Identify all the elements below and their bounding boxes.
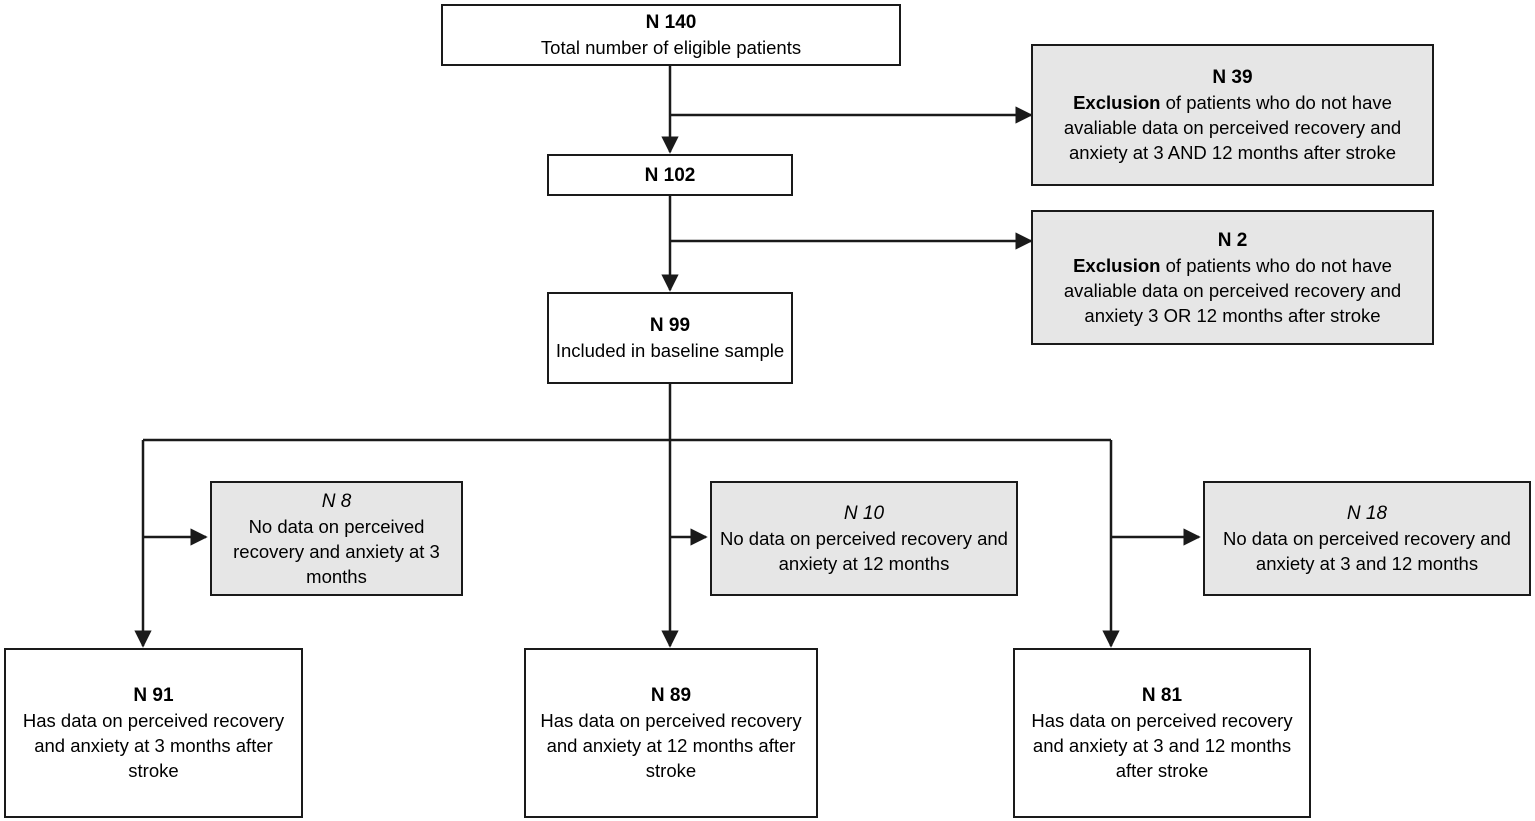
node-nodata-12mo-title: N 10: [843, 503, 885, 524]
node-exclusion-39-text: of patients who do not have avaliable da…: [1063, 92, 1402, 163]
node-baseline-99: N 99 Included in baseline sample: [547, 292, 793, 384]
node-exclusion-2-title: N 2: [1217, 229, 1248, 251]
node-exclusion-39-body: Exclusion of patients who do not have av…: [1039, 90, 1426, 165]
node-exclusion-2-body: Exclusion of patients who do not have av…: [1039, 253, 1426, 328]
node-nodata-3-and-12mo-body: No data on perceived recovery and anxiet…: [1223, 528, 1511, 574]
node-baseline-99-body: Included in baseline sample: [555, 340, 785, 361]
node-total-eligible: N 140 Total number of eligible patients: [441, 4, 901, 66]
node-hasdata-3-and-12mo-title: N 81: [1141, 685, 1183, 706]
node-hasdata-3mo-title: N 91: [133, 685, 174, 706]
node-exclusion-2-lead: Exclusion: [1073, 254, 1161, 276]
node-exclusion-39-title: N 39: [1212, 67, 1253, 88]
node-hasdata-3-and-12mo: N 81 Has data on perceived recovery and …: [1013, 648, 1311, 818]
node-baseline-99-title: N 99: [649, 315, 691, 336]
node-nodata-3mo: N 8 No data on perceived recovery and an…: [210, 481, 463, 596]
node-nodata-3mo-title: N 8: [321, 490, 352, 512]
node-hasdata-3mo: N 91 Has data on perceived recovery and …: [4, 648, 303, 818]
node-exclusion-2-text: of patients who do not have avaliable da…: [1063, 254, 1402, 326]
node-n102-title: N 102: [644, 164, 696, 186]
node-hasdata-3mo-body: Has data on perceived recovery and anxie…: [22, 710, 285, 781]
node-nodata-12mo-body: No data on perceived recovery and anxiet…: [720, 528, 1008, 574]
node-exclusion-2: N 2 Exclusion of patients who do not hav…: [1031, 210, 1434, 345]
node-exclusion-39-lead: Exclusion: [1073, 92, 1161, 113]
node-exclusion-39: N 39 Exclusion of patients who do not ha…: [1031, 44, 1434, 186]
node-nodata-3-and-12mo: N 18 No data on perceived recovery and a…: [1203, 481, 1531, 596]
node-hasdata-3-and-12mo-body: Has data on perceived recovery and anxie…: [1031, 710, 1293, 781]
node-nodata-3-and-12mo-title: N 18: [1346, 503, 1388, 524]
node-hasdata-12mo-body: Has data on perceived recovery and anxie…: [540, 710, 802, 781]
node-hasdata-12mo-title: N 89: [650, 685, 692, 706]
node-hasdata-12mo: N 89 Has data on perceived recovery and …: [524, 648, 818, 818]
node-total-eligible-body: Total number of eligible patients: [540, 37, 802, 58]
node-nodata-3mo-body: No data on perceived recovery and anxiet…: [233, 515, 440, 587]
node-nodata-12mo: N 10 No data on perceived recovery and a…: [710, 481, 1018, 596]
node-total-eligible-title: N 140: [645, 12, 697, 33]
node-n102: N 102: [547, 154, 793, 196]
